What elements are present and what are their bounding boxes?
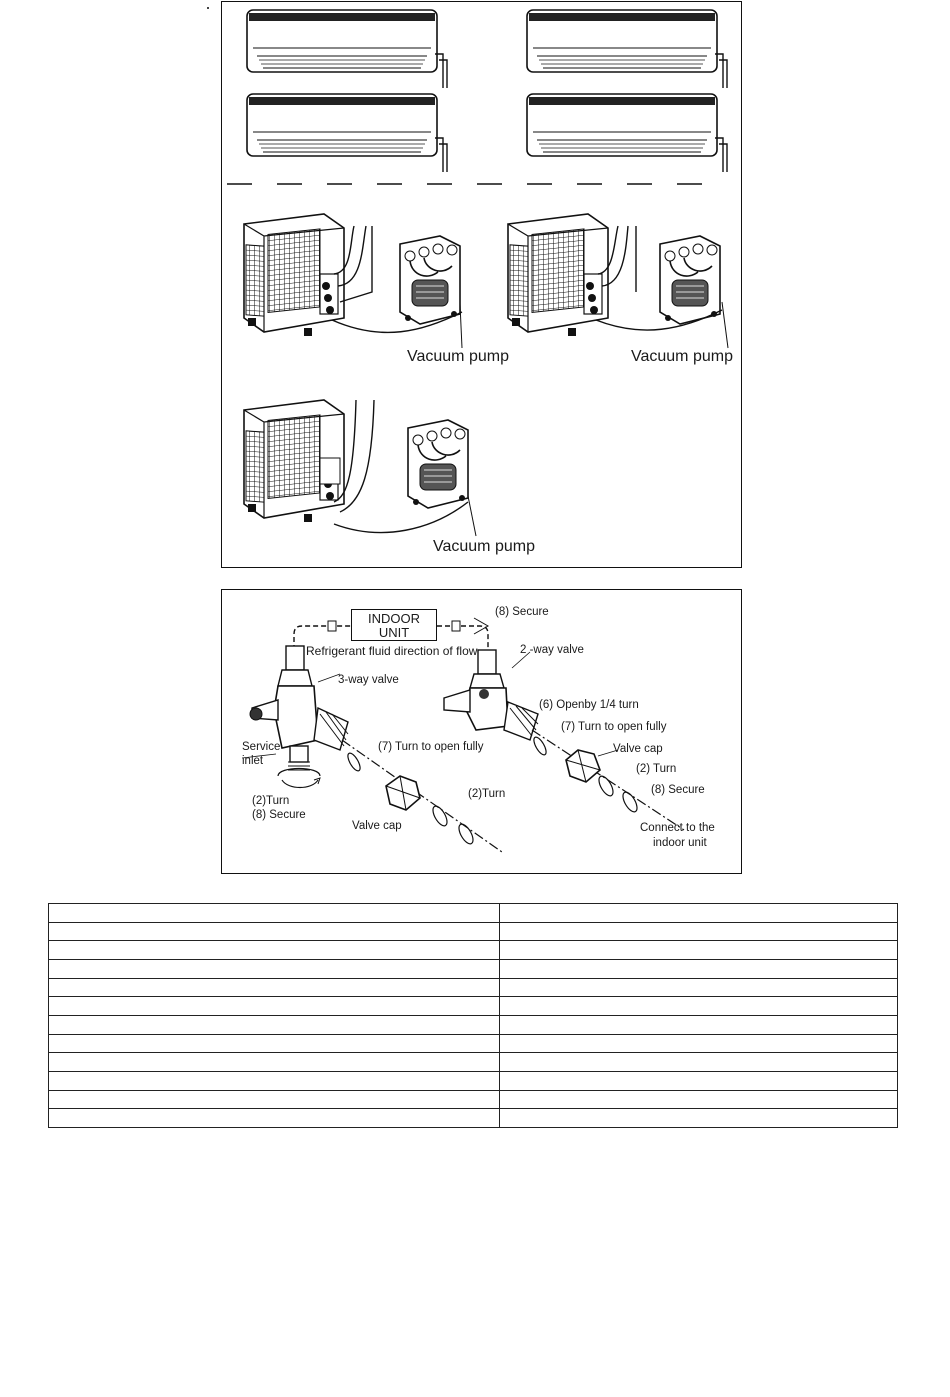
label-open-quarter-turn: (6) Openby 1/4 turn	[539, 699, 639, 711]
label-service-inlet-2: inlet	[242, 755, 264, 767]
table-cell	[48, 1033, 500, 1054]
label-turn-right: (2) Turn	[636, 763, 677, 775]
label-two-way-valve: 2 -way valve	[520, 644, 584, 656]
table-cell	[48, 958, 500, 979]
label-three-way-valve: 3-way valve	[338, 674, 399, 686]
table-cell	[48, 940, 500, 960]
valve-cap-right	[565, 749, 601, 783]
table-cell	[48, 921, 500, 942]
vacuum-pump-label-1: Vacuum pump	[407, 348, 509, 365]
table-row	[48, 1070, 898, 1091]
table-cell	[499, 903, 898, 923]
indoor-unit-label-line1: INDOOR	[368, 611, 420, 626]
table-row	[48, 921, 898, 942]
table-cell	[48, 903, 500, 923]
table-row	[48, 903, 898, 923]
units-illustration	[227, 9, 729, 537]
label-turn-left-bottom: (2)Turn	[252, 795, 290, 807]
table-cell	[499, 1108, 898, 1128]
indoor-unit-3	[246, 93, 448, 173]
label-connect-2: indoor unit	[653, 837, 707, 849]
outdoor-unit-1	[243, 213, 463, 349]
label-secure-top: (8) Secure	[495, 606, 549, 618]
table-cell	[499, 1014, 898, 1035]
table-cell	[499, 921, 898, 942]
empty-spec-table	[48, 903, 898, 1128]
label-secure-left-bottom: (8) Secure	[252, 809, 306, 821]
label-turn-open-fully-left: (7) Turn to open fully	[378, 741, 484, 753]
two-way-valve	[443, 649, 539, 741]
valve-cap-left	[385, 775, 421, 811]
table-cell	[499, 1089, 898, 1110]
table-cell	[48, 1089, 500, 1110]
indoor-unit-2	[526, 9, 728, 89]
table-row	[48, 1108, 898, 1128]
table-row	[48, 1033, 898, 1054]
outdoor-unit-2	[507, 213, 729, 349]
indoor-unit-4	[526, 93, 728, 173]
table-cell	[499, 977, 898, 998]
label-turn-middle: (2)Turn	[468, 788, 506, 800]
table-row	[48, 996, 898, 1016]
table-cell	[499, 1070, 898, 1091]
table-cell	[48, 996, 500, 1016]
page-mark	[207, 7, 209, 9]
table-row	[48, 1014, 898, 1035]
figure-valve-diagram: INDOOR UNIT (8) Secure Refrigerant fluid…	[221, 589, 742, 874]
table-cell	[499, 1052, 898, 1072]
figure-indoor-outdoor-units: Vacuum pump Vacuum pump Vacuum pump	[221, 1, 742, 568]
label-connect-1: Connect to the	[640, 822, 715, 834]
indoor-unit-label-line2: UNIT	[378, 625, 410, 640]
table-cell	[499, 958, 898, 979]
spec-table-body	[48, 903, 898, 1128]
label-flow-direction: Refrigerant fluid direction of flow	[306, 644, 478, 658]
table-cell	[499, 1033, 898, 1054]
label-valve-cap-right: Valve cap	[613, 743, 663, 755]
three-way-valve	[249, 645, 349, 789]
table-row	[48, 1089, 898, 1110]
valve-illustration	[241, 617, 685, 853]
table-row	[48, 940, 898, 960]
label-secure-right: (8) Secure	[651, 784, 705, 796]
table-cell	[48, 1052, 500, 1072]
label-service-inlet-1: Service	[242, 741, 281, 753]
table-cell	[499, 996, 898, 1016]
outdoor-unit-3	[243, 399, 477, 537]
table-row	[48, 977, 898, 998]
table-cell	[48, 1014, 500, 1035]
table-row	[48, 958, 898, 979]
table-cell	[48, 1070, 500, 1091]
label-valve-cap-left: Valve cap	[352, 820, 402, 832]
table-cell	[48, 977, 500, 998]
vacuum-pump-label-3: Vacuum pump	[433, 538, 535, 555]
label-turn-open-fully-right: (7) Turn to open fully	[561, 721, 667, 733]
indoor-unit-1	[246, 9, 448, 89]
table-cell	[499, 940, 898, 960]
indoor-unit-box: INDOOR UNIT	[351, 609, 437, 641]
vacuum-pump-label-2: Vacuum pump	[631, 348, 733, 365]
table-row	[48, 1052, 898, 1072]
table-cell	[48, 1108, 500, 1128]
